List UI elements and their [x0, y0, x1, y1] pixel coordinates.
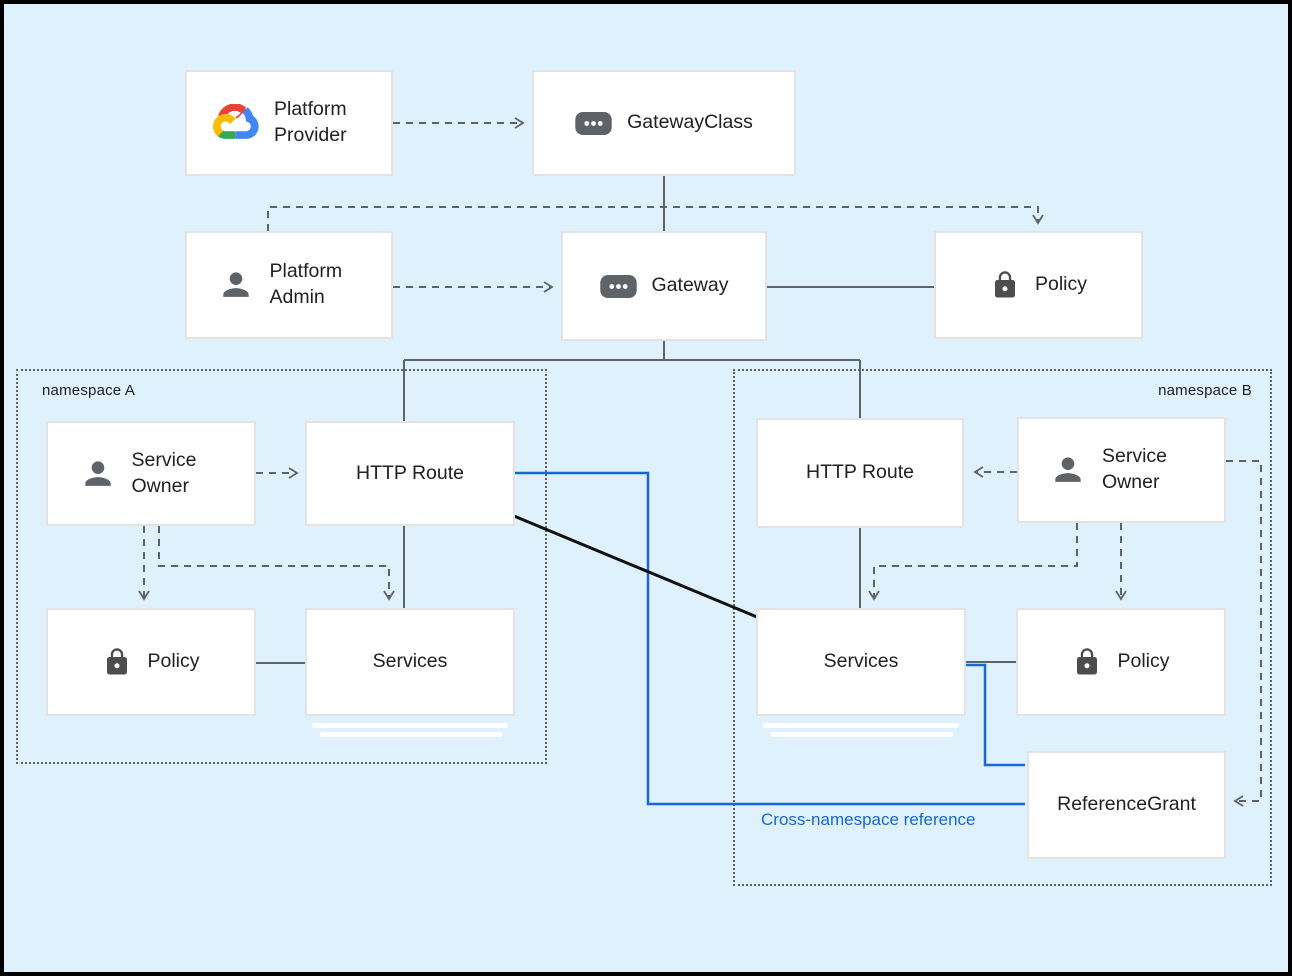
lock-icon — [1072, 647, 1102, 677]
services-b-label: Services — [823, 650, 899, 673]
platform-admin-label: Platform Admin — [269, 260, 343, 308]
gatewayclass-label: GatewayClass — [627, 111, 753, 134]
edge-httproutea-servicesb-black — [513, 514, 758, 619]
google-cloud-logo-icon — [212, 104, 259, 142]
platform-admin-node: Platform Admin — [185, 231, 393, 339]
http-route-a-label: HTTP Route — [355, 461, 464, 484]
reference-grant-node: ReferenceGrant — [1027, 751, 1226, 859]
cross-namespace-reference-annotation: Cross-namespace reference — [761, 810, 976, 829]
services-a-label: Services — [372, 650, 448, 673]
platform-provider-label: Platform Provider — [274, 98, 347, 146]
reference-grant-label: ReferenceGrant — [1057, 793, 1196, 816]
policy-node-cluster: Policy — [934, 231, 1143, 339]
gateway-node: Gateway — [561, 231, 767, 341]
person-icon — [217, 266, 255, 304]
policy-a-label: Policy — [147, 650, 200, 673]
service-owner-b-node: Service Owner — [1017, 417, 1226, 523]
person-icon — [1049, 451, 1087, 489]
services-a-stack-decoration — [312, 723, 508, 728]
services-a-stack-decoration — [320, 732, 502, 737]
services-b-stack-decoration — [771, 732, 953, 737]
edge-admin-policy — [267, 206, 1044, 231]
service-owner-b-label: Service Owner — [1102, 445, 1168, 493]
resource-chip-icon — [599, 274, 637, 298]
gateway-label: Gateway — [651, 274, 729, 297]
services-a-node: Services — [305, 608, 515, 716]
policy-label: Policy — [1034, 273, 1088, 296]
http-route-b-node: HTTP Route — [756, 418, 964, 528]
services-b-node: Services — [756, 608, 966, 716]
gatewayclass-node: GatewayClass — [532, 70, 796, 176]
lock-icon — [990, 270, 1020, 300]
http-route-a-node: HTTP Route — [305, 421, 515, 526]
service-owner-a-label: Service Owner — [131, 448, 197, 497]
person-icon — [79, 455, 117, 493]
policy-b-node: Policy — [1016, 608, 1226, 716]
namespace-b-label: namespace B — [1158, 382, 1252, 399]
policy-a-node: Policy — [46, 608, 256, 716]
services-b-stack-decoration — [763, 723, 959, 728]
http-route-b-label: HTTP Route — [805, 461, 914, 484]
policy-b-label: Policy — [1117, 650, 1170, 673]
lock-icon — [102, 647, 132, 677]
resource-chip-icon — [575, 111, 612, 135]
service-owner-a-node: Service Owner — [46, 421, 256, 526]
platform-provider-node: Platform Provider — [185, 70, 393, 176]
namespace-a-label: namespace A — [42, 382, 136, 399]
